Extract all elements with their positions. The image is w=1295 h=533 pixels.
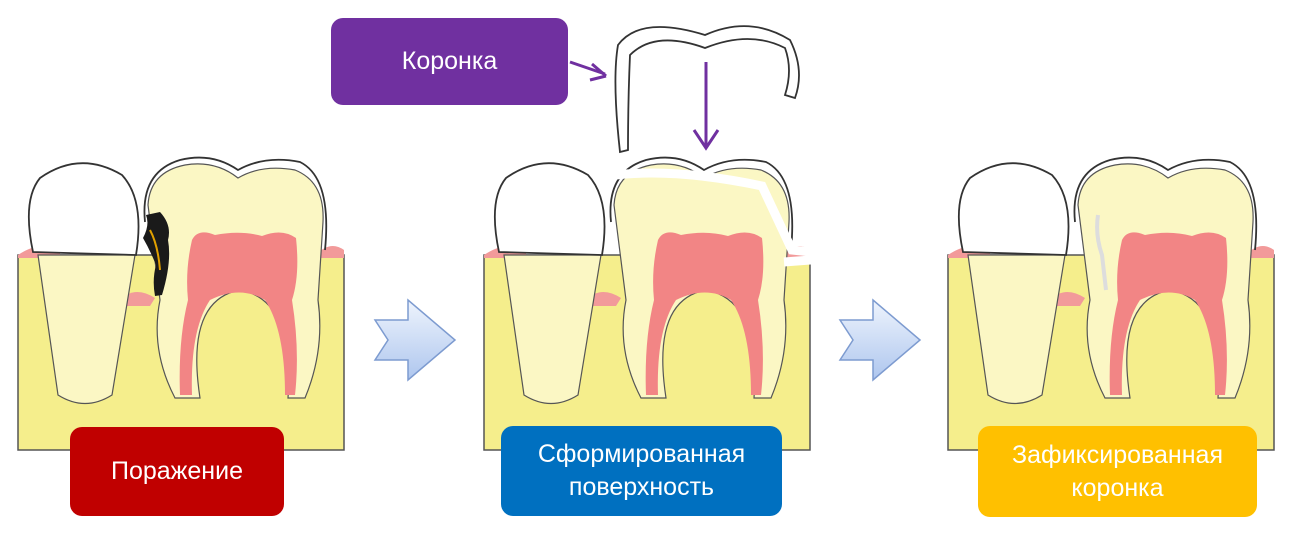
crown-piece (614, 25, 800, 154)
prepared-surface-line-2: поверхность (568, 473, 715, 501)
down-arrow-icon (692, 62, 720, 151)
lesion-label: Поражение (70, 427, 284, 516)
caries-lesion (143, 212, 170, 296)
fixed-crown-line-2: коронка (1071, 473, 1164, 502)
fixed-crown-line-1: Зафиксированная (1012, 440, 1223, 469)
fixed-crown-label: Зафиксированная коронка (978, 426, 1257, 517)
right-arrow-icon (838, 298, 922, 382)
right-arrow-icon (373, 298, 457, 382)
panel-prepared-surface (483, 156, 816, 451)
prepared-surface-line-1: Сформированная (537, 440, 746, 468)
crown-label-text: Коронка (401, 47, 498, 75)
crown-label: Коронка (331, 18, 568, 105)
crown-pointer-arrow (569, 60, 607, 82)
panel-fixed-crown (947, 156, 1275, 451)
panel-lesion (17, 156, 345, 451)
prepared-surface-label: Сформированная поверхность (501, 426, 782, 516)
lesion-label-text: Поражение (111, 457, 243, 485)
